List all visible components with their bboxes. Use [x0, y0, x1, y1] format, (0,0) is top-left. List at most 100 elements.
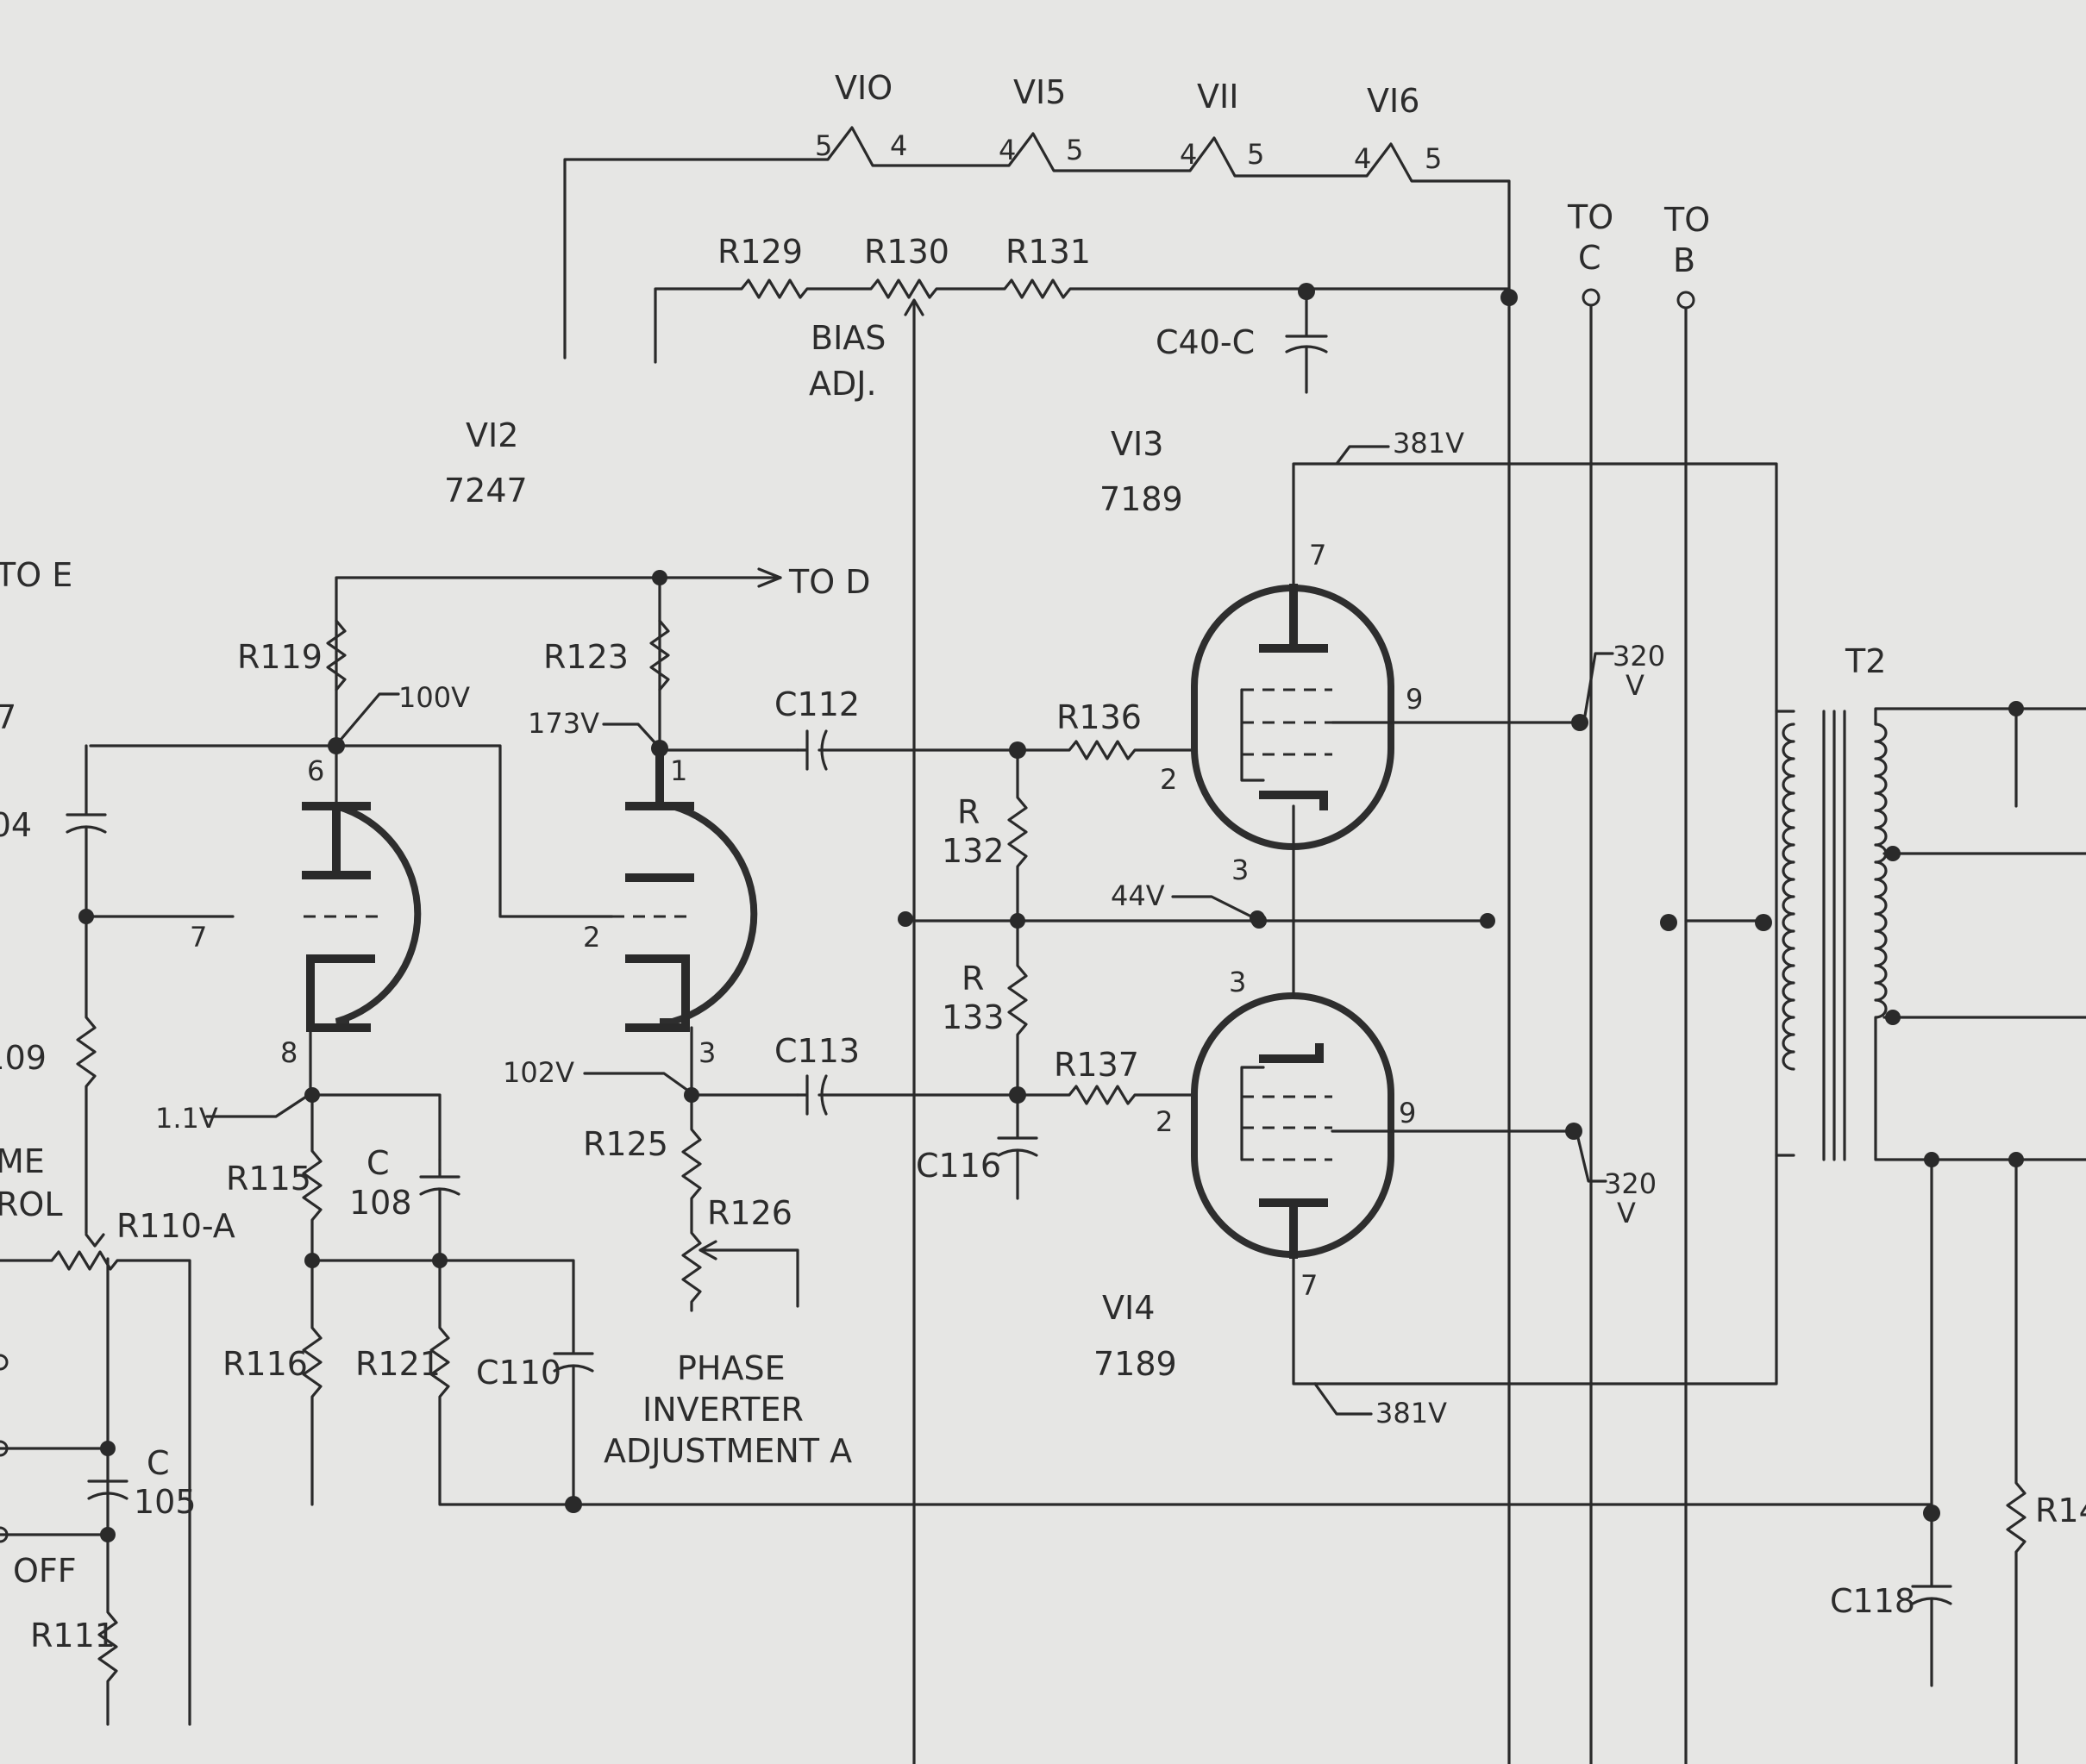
ground-symbol [541, 358, 589, 377]
v12-left-cathode-voltage: 1.1V [155, 1102, 218, 1135]
junction-dot [100, 1441, 116, 1456]
bias-adj-line1: BIAS [811, 319, 886, 357]
v13-screen-pin: 9 [1406, 683, 1423, 716]
heater-string [563, 126, 1511, 1764]
screen-bot-leader [1576, 1136, 1607, 1183]
off-label: OFF [13, 1552, 77, 1590]
v14-plate-leader [1313, 1382, 1373, 1416]
r137-label: R137 [1054, 1046, 1139, 1084]
c40c-label: C40-C [1156, 323, 1255, 361]
junction-dot [1660, 914, 1677, 931]
c113-label: C113 [774, 1032, 860, 1070]
me-label: ME [0, 1142, 45, 1180]
heater-v11-pin-left: 4 [1180, 138, 1197, 171]
v12-left-cathode-pin: 8 [280, 1036, 298, 1069]
v14-name: VI4 [1102, 1289, 1155, 1327]
c112-label: C112 [774, 685, 860, 723]
junction-dot [898, 911, 913, 927]
junction-dot [1565, 1123, 1582, 1140]
v12-right-cathode-pin: 3 [698, 1036, 716, 1069]
t2-transformer [1775, 707, 2086, 1161]
r137-resistor [1016, 1085, 1196, 1105]
v12-right-grid-pin: 2 [583, 921, 600, 954]
r132-label-b: 132 [942, 832, 1005, 870]
v13-wiring [1292, 445, 1778, 1386]
heater-v16-pin-right: 5 [1425, 142, 1442, 175]
to-d-label: TO D [788, 563, 870, 601]
v12-name: VI2 [466, 416, 518, 454]
ground-symbol [288, 1504, 336, 1523]
v12-right-cathode-leader [583, 1072, 690, 1092]
v14-plate-voltage: 381V [1375, 1397, 1447, 1429]
c112-capacitor [796, 729, 1019, 771]
r125-label: R125 [583, 1125, 668, 1163]
r132-label-a: R [957, 793, 980, 831]
junction-dot [1885, 846, 1901, 861]
to-c-line1: TO [1567, 198, 1613, 236]
heater-v11-name: VII [1197, 78, 1238, 116]
to-c-terminal[interactable] [1582, 288, 1601, 307]
r123-resistor [649, 619, 670, 691]
c116-label: C116 [916, 1147, 1001, 1185]
v12-left-plate-pin: 6 [307, 754, 324, 787]
heater-v16-pin-left: 4 [1354, 142, 1371, 175]
c110-label: C110 [476, 1354, 561, 1392]
r123-label: R123 [543, 638, 629, 676]
phase-adj-line2: INVERTER [642, 1391, 804, 1429]
c108-label-b: 108 [349, 1184, 412, 1222]
to-b-line2: B [1673, 241, 1695, 279]
ground-symbol [993, 1203, 1042, 1222]
c104-label: C104 [0, 806, 32, 844]
v12-right-triode [612, 746, 758, 1032]
to-c-line2: C [1578, 239, 1601, 277]
screen-bot-voltage-unit: V [1617, 1197, 1636, 1229]
r126-label: R126 [707, 1194, 792, 1232]
v12-left-grid-pin: 7 [190, 921, 207, 954]
r115-label: R115 [226, 1160, 311, 1198]
screen-top-leader [1583, 652, 1614, 717]
to-b-terminal[interactable] [1676, 291, 1695, 310]
junction-dot [304, 1253, 320, 1268]
r121-label: R121 [355, 1345, 441, 1383]
cathode-common-leader [1171, 895, 1256, 920]
to-e-label: TO E [0, 556, 72, 594]
v12-right-plate-voltage: 173V [528, 707, 599, 740]
junction-dot [432, 1253, 448, 1268]
heater-v10-name: VIO [835, 69, 893, 107]
r14x-resistor [2006, 1158, 2026, 1764]
input-terminal[interactable] [0, 1354, 9, 1371]
bias-network [654, 278, 1511, 1764]
junction-dot [1298, 283, 1315, 300]
v14-type: 7189 [1093, 1345, 1177, 1383]
v12-right-plate-pin: 1 [670, 754, 687, 787]
v12-left-triode [302, 802, 422, 1032]
ground-symbol [1992, 810, 2040, 829]
v14-plate-pin: 7 [1300, 1269, 1318, 1302]
ground-symbol [166, 1733, 214, 1752]
left-seven-label: 7 [0, 698, 16, 736]
c113-capacitor [796, 1074, 1019, 1116]
r136-label: R136 [1056, 698, 1142, 736]
v14-wiring [1292, 919, 1580, 1133]
v14-screen-pin: 9 [1399, 1097, 1416, 1129]
v14-grid-pin: 2 [1156, 1105, 1173, 1138]
ground-symbol [631, 362, 680, 381]
r109-label: R109 [0, 1039, 47, 1077]
c118-label: C118 [1830, 1582, 1915, 1620]
input-terminal[interactable] [0, 1526, 9, 1543]
r119-resistor [326, 619, 347, 691]
r131-label: R131 [1005, 233, 1091, 271]
screen-top-voltage-num: 320 [1613, 640, 1665, 672]
v13-plate-voltage: 381V [1393, 427, 1464, 460]
junction-dot [1571, 714, 1588, 731]
junction-dot [1250, 910, 1265, 926]
junction-dot [565, 1496, 582, 1513]
junction-dot [1755, 914, 1772, 931]
to-b-line1: TO [1663, 201, 1710, 239]
input-terminal[interactable] [0, 1440, 9, 1457]
v13-plate-pin: 7 [1309, 539, 1326, 572]
c105-label-b: 105 [134, 1483, 197, 1521]
v13-name: VI3 [1111, 425, 1163, 463]
junction-dot [1480, 913, 1495, 929]
